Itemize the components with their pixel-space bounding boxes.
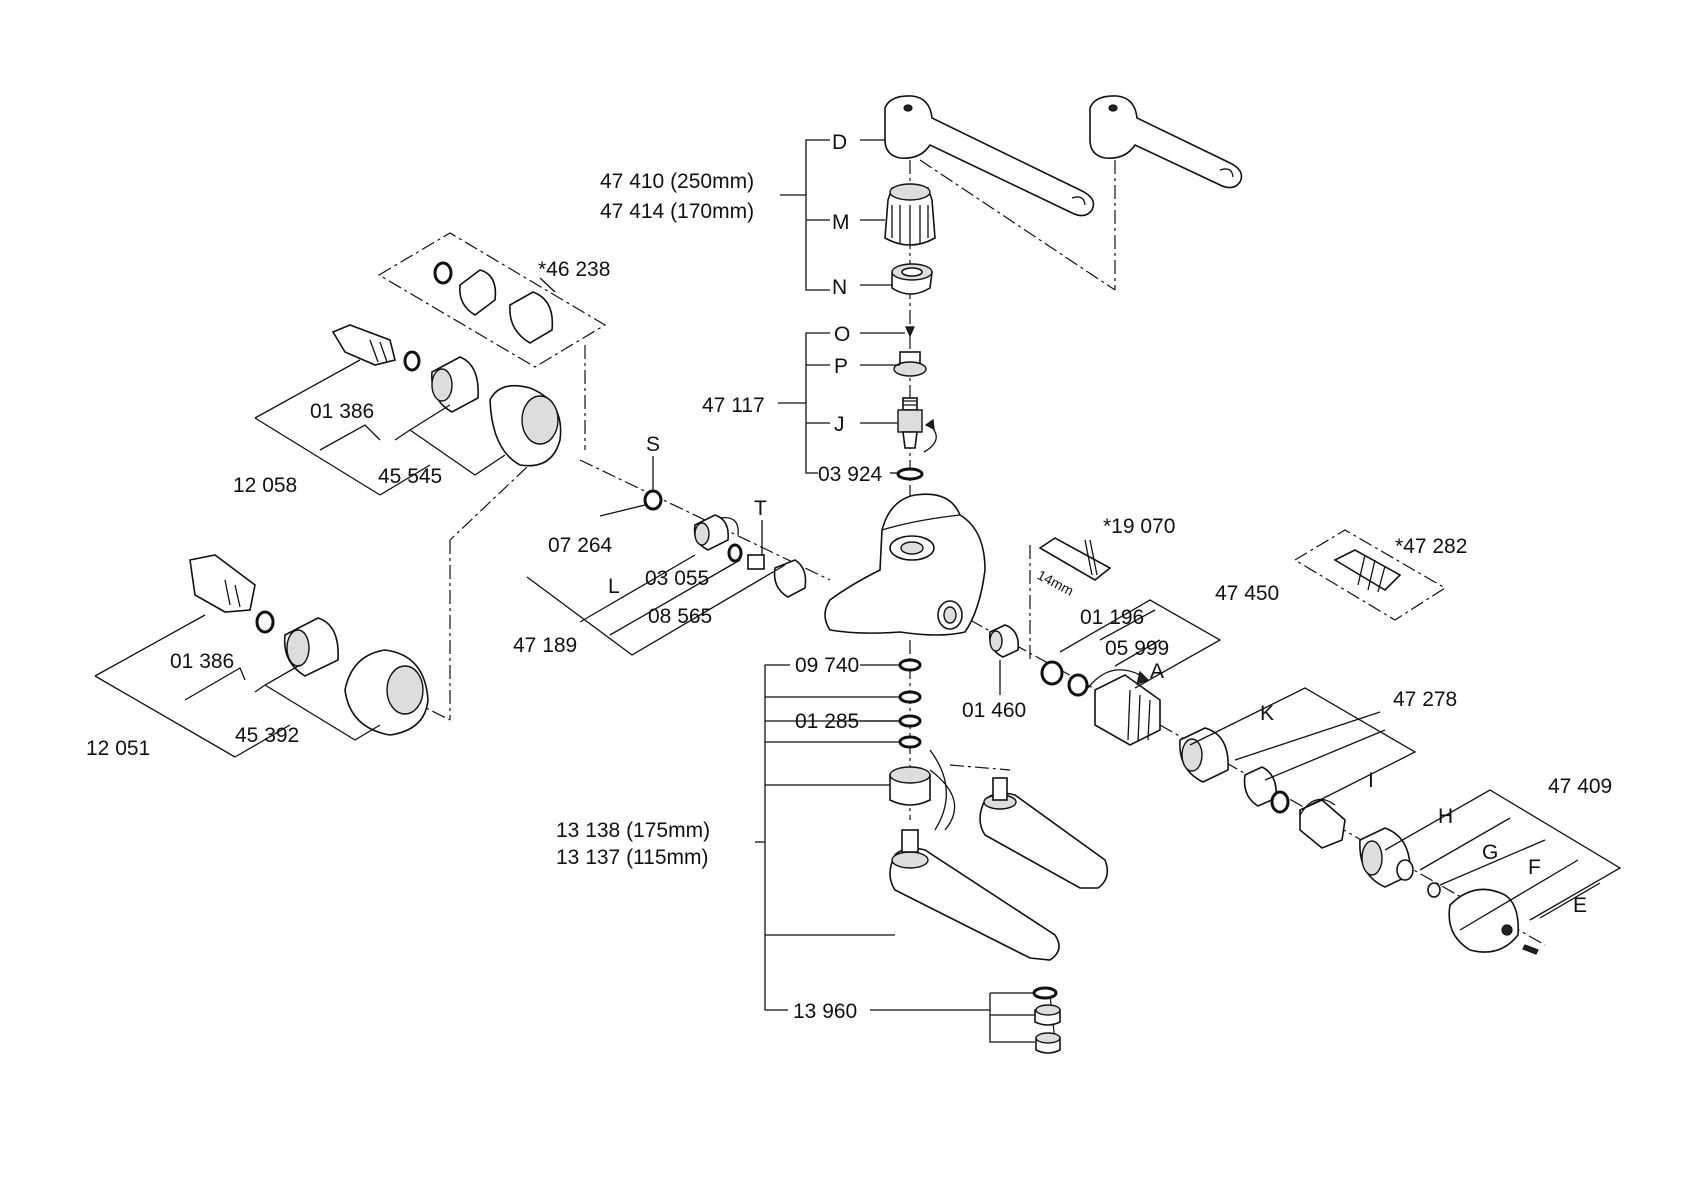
label-ring-01196: 01 196 xyxy=(1080,606,1144,629)
label-spout-115: 13 137 (115mm) xyxy=(556,846,709,869)
label-t: T xyxy=(754,497,767,520)
label-m: M xyxy=(832,211,850,234)
cap-f-icon xyxy=(1449,889,1518,952)
cartridge-a-icon xyxy=(1042,662,1160,745)
label-ring-01386-a: 01 386 xyxy=(310,400,374,423)
label-e: E xyxy=(1573,894,1587,917)
cartridge-p-icon xyxy=(894,352,926,376)
label-j: J xyxy=(834,413,845,436)
label-key-size: 14mm xyxy=(1035,567,1077,599)
label-ring-05999: 05 999 xyxy=(1105,637,1169,660)
label-handle-170: 47 414 (170mm) xyxy=(600,200,754,223)
nut-spout-icon xyxy=(890,750,955,830)
label-spout-175: 13 138 (175mm) xyxy=(556,819,710,842)
lever-handle-170 xyxy=(1090,96,1242,188)
label-h: H xyxy=(1438,805,1453,828)
label-d: D xyxy=(832,131,847,154)
ring-t-icon xyxy=(729,545,806,597)
label-aerator-13960: 13 960 xyxy=(793,1000,857,1023)
o-ring-03924-icon xyxy=(898,469,922,479)
aerator-13960-icon xyxy=(1034,988,1060,1053)
connector-12058-icon xyxy=(333,325,561,466)
label-kit-47282: *47 282 xyxy=(1395,535,1467,558)
label-nut-08565: 08 565 xyxy=(648,605,712,628)
ring-n-icon xyxy=(892,264,932,294)
label-ring-01285: 01 285 xyxy=(795,710,859,733)
cartridge-j-icon xyxy=(898,398,936,452)
label-kit-46238: *46 238 xyxy=(538,258,610,281)
sleeve-k-icon xyxy=(1180,728,1288,812)
washer-s-icon xyxy=(645,491,661,509)
label-s: S xyxy=(646,433,660,456)
spout-115-icon xyxy=(980,778,1107,888)
cartridge-o-icon xyxy=(906,327,914,336)
label-ring-03055: 03 055 xyxy=(645,567,709,590)
label-kit-47189: 47 189 xyxy=(513,634,577,657)
screw-g-icon xyxy=(1428,883,1440,897)
label-ring-03924: 03 924 xyxy=(818,463,883,486)
label-nipple-01460: 01 460 xyxy=(962,699,1026,722)
label-f: F xyxy=(1528,856,1541,879)
label-key-19070: *19 070 xyxy=(1103,515,1175,538)
label-conn-12051: 12 051 xyxy=(86,737,150,760)
label-cap-47409: 47 409 xyxy=(1548,775,1612,798)
label-ring-09740: 09 740 xyxy=(795,654,859,677)
ring-h-icon xyxy=(1360,828,1413,887)
label-n: N xyxy=(832,276,847,299)
label-p: P xyxy=(834,355,848,378)
label-i: I xyxy=(1368,769,1374,792)
label-set-47278: 47 278 xyxy=(1393,688,1457,711)
label-g: G xyxy=(1482,841,1498,864)
label-handle-250: 47 410 (250mm) xyxy=(600,170,754,193)
label-set-47450: 47 450 xyxy=(1215,582,1279,605)
kit-46238-box xyxy=(379,233,605,367)
label-cover-45392: 45 392 xyxy=(235,724,299,747)
label-a: A xyxy=(1150,660,1164,683)
label-o: O xyxy=(834,323,850,346)
label-l: L xyxy=(608,575,620,598)
label-cart-47117: 47 117 xyxy=(702,394,765,417)
label-cover-45545: 45 545 xyxy=(378,465,442,488)
cartridge-i-icon xyxy=(1300,799,1345,848)
label-conn-12058: 12 058 xyxy=(233,474,297,497)
label-washer-07264: 07 264 xyxy=(548,534,613,557)
connector-12051-icon xyxy=(190,555,428,735)
mixer-body xyxy=(825,494,985,635)
nipple-01460-icon xyxy=(990,625,1018,657)
spline-adapter-icon xyxy=(885,184,935,245)
label-k: K xyxy=(1260,702,1274,725)
screw-e-icon xyxy=(1523,945,1538,954)
label-ring-01386-b: 01 386 xyxy=(170,650,234,673)
